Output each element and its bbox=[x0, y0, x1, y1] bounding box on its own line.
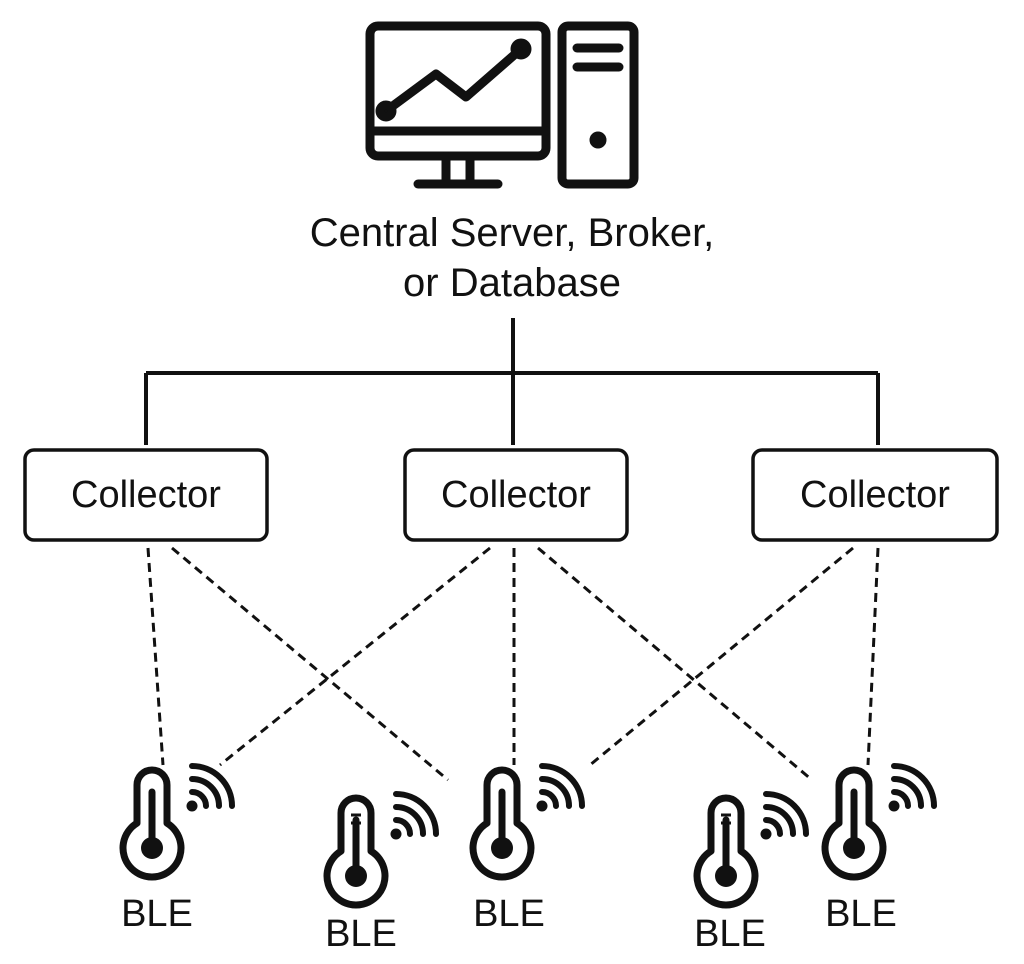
thermometer-icon bbox=[469, 766, 535, 881]
thermometer-icon bbox=[821, 766, 887, 881]
server-label-line2: or Database bbox=[403, 261, 621, 305]
server-label: Central Server, Broker, or Database bbox=[212, 208, 812, 308]
thermometer-icon bbox=[119, 766, 185, 881]
sensor-label-3: BLE bbox=[473, 893, 545, 935]
collector-label-3: Collector bbox=[800, 474, 950, 516]
collector-box-3 bbox=[751, 448, 999, 542]
sensor-label-1: BLE bbox=[121, 893, 193, 935]
wireless-signal-icon bbox=[888, 763, 937, 812]
sensor-1 bbox=[119, 763, 235, 881]
sensor-4 bbox=[693, 791, 809, 909]
wireless-signal-icon bbox=[536, 763, 585, 812]
collector-box-1 bbox=[23, 448, 269, 542]
collector-label-1: Collector bbox=[71, 474, 221, 516]
collector-label-2: Collector bbox=[441, 474, 591, 516]
sensor-5 bbox=[821, 763, 937, 881]
sensor-2 bbox=[323, 791, 439, 909]
server-label-line1: Central Server, Broker, bbox=[309, 211, 715, 255]
collector-boxes bbox=[23, 448, 999, 542]
sensor-label-2: BLE bbox=[325, 913, 397, 955]
sensor-icons bbox=[119, 763, 937, 909]
thermometer-icon bbox=[323, 794, 389, 909]
sensor-3 bbox=[469, 763, 585, 881]
sensor-label-4: BLE bbox=[694, 913, 766, 955]
wireless-signal-icon bbox=[186, 763, 235, 812]
monitor-chart-icon bbox=[365, 21, 551, 189]
tree-connectors bbox=[144, 318, 880, 445]
wireless-links bbox=[146, 546, 880, 782]
collector-box-2 bbox=[403, 448, 629, 542]
tower-pc-icon bbox=[557, 21, 639, 189]
wireless-signal-icon bbox=[390, 791, 439, 840]
wireless-signal-icon bbox=[760, 791, 809, 840]
thermometer-icon bbox=[693, 794, 759, 909]
sensor-label-5: BLE bbox=[825, 893, 897, 935]
